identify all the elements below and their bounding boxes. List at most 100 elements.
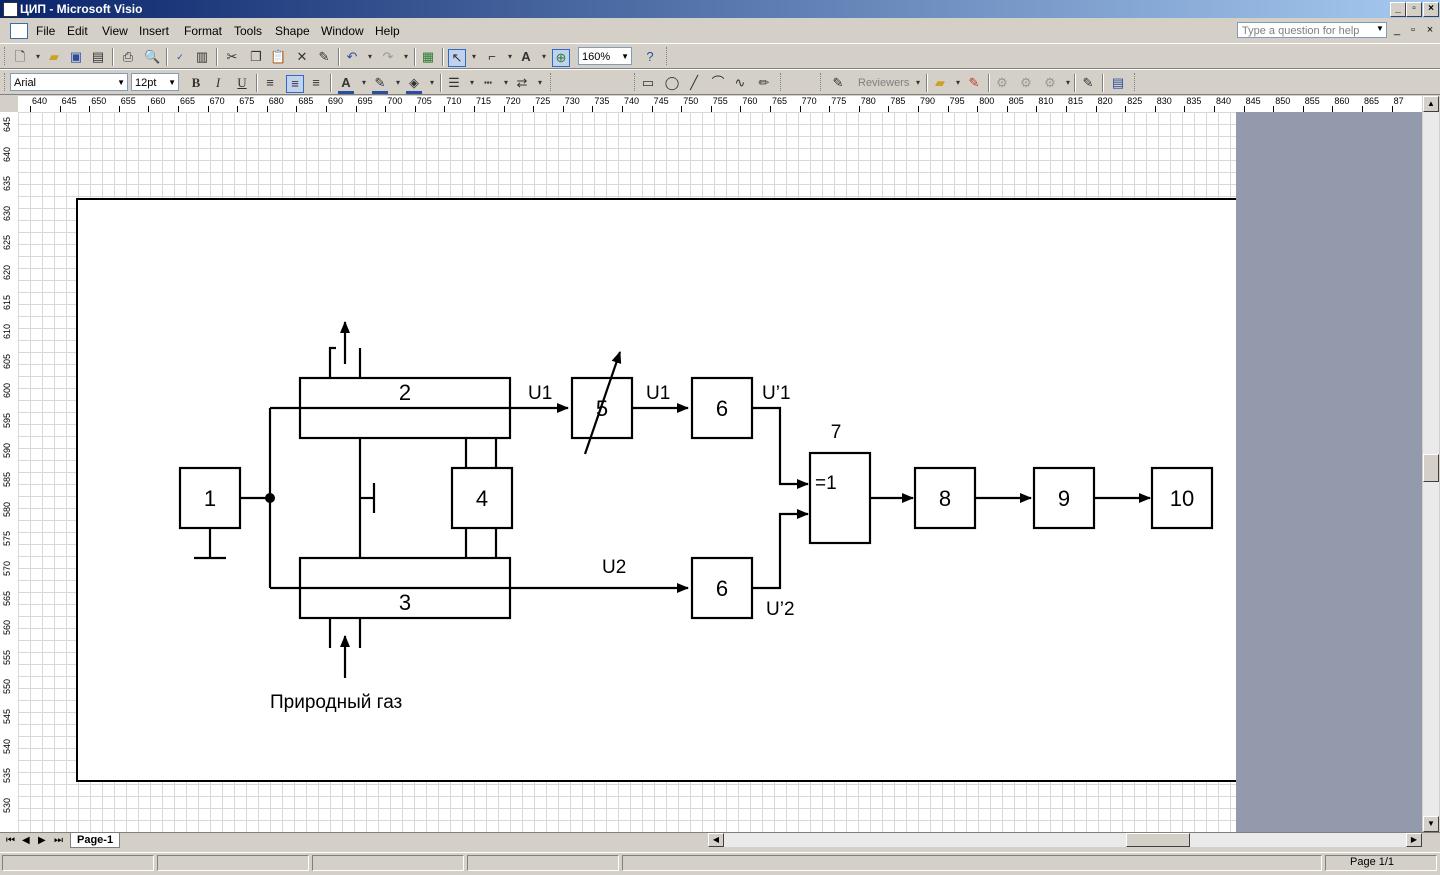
document-icon[interactable] xyxy=(10,23,28,39)
task-pane-icon[interactable]: ▤ xyxy=(1111,75,1125,90)
menu-help[interactable]: Help xyxy=(375,24,400,38)
markup-icon[interactable]: ✎ xyxy=(832,75,844,90)
vertical-scrollbar[interactable]: ▲ ▼ xyxy=(1422,96,1439,832)
redo-dropdown-icon[interactable]: ▾ xyxy=(403,52,408,61)
menu-view[interactable]: View xyxy=(102,24,128,38)
block-1-label: 1 xyxy=(204,486,216,511)
text-dropdown-icon[interactable]: ▾ xyxy=(541,52,546,61)
last-page-icon[interactable]: ⏭ xyxy=(54,835,63,846)
block-4[interactable] xyxy=(450,466,514,530)
rectangle-tool-icon[interactable]: ▭ xyxy=(641,75,655,90)
tab-page-1[interactable]: Page-1 xyxy=(70,833,121,848)
pointer-tool-icon[interactable]: ↖ xyxy=(448,49,466,67)
pointer-dropdown-icon[interactable]: ▾ xyxy=(471,52,476,61)
undo-icon[interactable]: ↶ xyxy=(346,49,358,64)
zoom-combo[interactable]: 160%▼ xyxy=(578,47,632,65)
maximize-button[interactable]: ▫ xyxy=(1406,2,1422,17)
line-weight-icon[interactable]: ☰ xyxy=(448,75,460,90)
next-markup-icon[interactable]: ⚙ xyxy=(1020,75,1032,90)
line-pattern-icon[interactable]: ┅ xyxy=(484,75,492,90)
connector-tool-icon[interactable]: ⌐ xyxy=(488,49,496,64)
line-ends-icon[interactable]: ⇄ xyxy=(516,75,528,90)
undo-dropdown-icon[interactable]: ▾ xyxy=(367,52,372,61)
edit-markup-icon[interactable]: ✎ xyxy=(1082,75,1094,90)
visio-app-icon[interactable] xyxy=(3,2,18,17)
menu-file[interactable]: File xyxy=(36,24,56,38)
scroll-right-icon[interactable]: ▶ xyxy=(1406,833,1422,847)
cut-icon[interactable]: ✂ xyxy=(226,49,238,64)
first-page-icon[interactable]: ⏮ xyxy=(6,835,15,846)
new-dropdown-icon[interactable]: ▾ xyxy=(35,52,40,61)
permission-icon[interactable]: ▤ xyxy=(91,49,105,64)
format-painter-icon[interactable]: ✎ xyxy=(318,49,330,64)
align-center-icon[interactable]: ≡ xyxy=(286,75,304,93)
delete-icon[interactable]: ✕ xyxy=(296,49,308,64)
scroll-up-icon[interactable]: ▲ xyxy=(1423,96,1439,112)
underline-button[interactable]: U xyxy=(237,75,247,90)
menu-window[interactable]: Window xyxy=(321,24,364,38)
accept-markup-icon[interactable]: ⚙ xyxy=(1044,75,1056,90)
vertical-scroll-thumb[interactable] xyxy=(1423,454,1439,482)
redo-icon[interactable]: ↷ xyxy=(382,49,394,64)
doc-restore-button[interactable]: ▫ xyxy=(1411,24,1415,36)
font-color-icon[interactable]: A xyxy=(338,75,354,94)
horizontal-scroll-thumb[interactable] xyxy=(1126,833,1190,847)
doc-minimize-button[interactable]: _ xyxy=(1393,24,1401,36)
block-diagram[interactable]: 1 2 3 4 5 6 6 8 9 10 7 =1 U1 U1 U’1 U2 U… xyxy=(18,112,1236,832)
connection-point-icon[interactable]: ⊕ xyxy=(552,49,570,67)
ruler-label: 840 xyxy=(1216,96,1232,106)
align-left-icon[interactable]: ≡ xyxy=(266,75,274,90)
paste-icon[interactable]: 📋 xyxy=(270,49,287,64)
doc-close-button[interactable]: × xyxy=(1426,24,1434,36)
ellipse-tool-icon[interactable]: ◯ xyxy=(664,75,680,90)
previous-markup-icon[interactable]: ⚙ xyxy=(996,75,1008,90)
print-preview-icon[interactable]: 🔍 xyxy=(144,49,161,64)
save-icon[interactable]: ▣ xyxy=(69,49,83,64)
help-search-input[interactable]: Type a question for help xyxy=(1237,22,1387,38)
scroll-down-icon[interactable]: ▼ xyxy=(1423,816,1439,832)
minimize-button[interactable]: _ xyxy=(1390,2,1406,17)
spelling-icon[interactable]: ✓ xyxy=(176,52,184,62)
research-icon[interactable]: ▥ xyxy=(195,49,209,64)
horizontal-scrollbar[interactable]: ◀ ▶ xyxy=(708,833,1422,847)
toolbar-grip[interactable] xyxy=(4,47,8,65)
print-icon[interactable]: ⎙ xyxy=(122,49,134,64)
freeform-tool-icon[interactable]: ∿ xyxy=(734,75,746,90)
help-icon[interactable]: ? xyxy=(646,49,654,64)
connector-dropdown-icon[interactable]: ▾ xyxy=(507,52,512,61)
fill-color-icon[interactable]: ◈ xyxy=(406,75,422,94)
align-right-icon[interactable]: ≡ xyxy=(312,75,320,90)
next-page-icon[interactable]: ▶ xyxy=(38,835,46,846)
folder-icon[interactable]: ▰ xyxy=(935,75,945,90)
copy-icon[interactable]: ❐ xyxy=(250,49,262,64)
block-10[interactable] xyxy=(1150,466,1214,530)
shapes-icon[interactable]: ▦ xyxy=(421,49,435,64)
font-size-combo[interactable]: 12pt▼ xyxy=(131,73,179,91)
line-color-icon[interactable]: ✎ xyxy=(372,75,388,94)
close-button[interactable]: × xyxy=(1423,2,1439,17)
ruler-label: 640 xyxy=(32,96,48,106)
menu-insert[interactable]: Insert xyxy=(139,24,170,38)
open-icon[interactable]: ▰ xyxy=(49,49,59,64)
pencil-tool-icon[interactable]: ✏ xyxy=(758,75,770,90)
text-tool-icon[interactable]: A xyxy=(521,49,531,64)
font-combo[interactable]: Arial▼ xyxy=(10,73,128,91)
bold-button[interactable]: B xyxy=(191,75,201,90)
erase-markup-icon[interactable]: ✎ xyxy=(968,75,980,90)
new-icon[interactable]: 🗋 xyxy=(14,49,26,64)
block-7-xor[interactable] xyxy=(808,451,872,545)
menu-format[interactable]: Format xyxy=(184,24,223,38)
drawing-canvas[interactable]: 1 2 3 4 5 6 6 8 9 10 7 =1 U1 U1 U’1 U2 U… xyxy=(18,112,1236,832)
help-dropdown-icon[interactable]: ▼ xyxy=(1376,24,1384,33)
scroll-left-icon[interactable]: ◀ xyxy=(708,833,724,847)
previous-page-icon[interactable]: ◀ xyxy=(22,835,30,846)
line-tool-icon[interactable]: ╱ xyxy=(690,75,698,90)
reviewers-dropdown[interactable]: Reviewers xyxy=(858,77,910,89)
menu-edit[interactable]: Edit xyxy=(67,24,88,38)
italic-button[interactable]: I xyxy=(215,75,221,90)
menu-shape[interactable]: Shape xyxy=(275,24,310,38)
arc-tool-icon[interactable]: ⌒ xyxy=(711,75,725,90)
menu-tools[interactable]: Tools xyxy=(234,24,263,38)
